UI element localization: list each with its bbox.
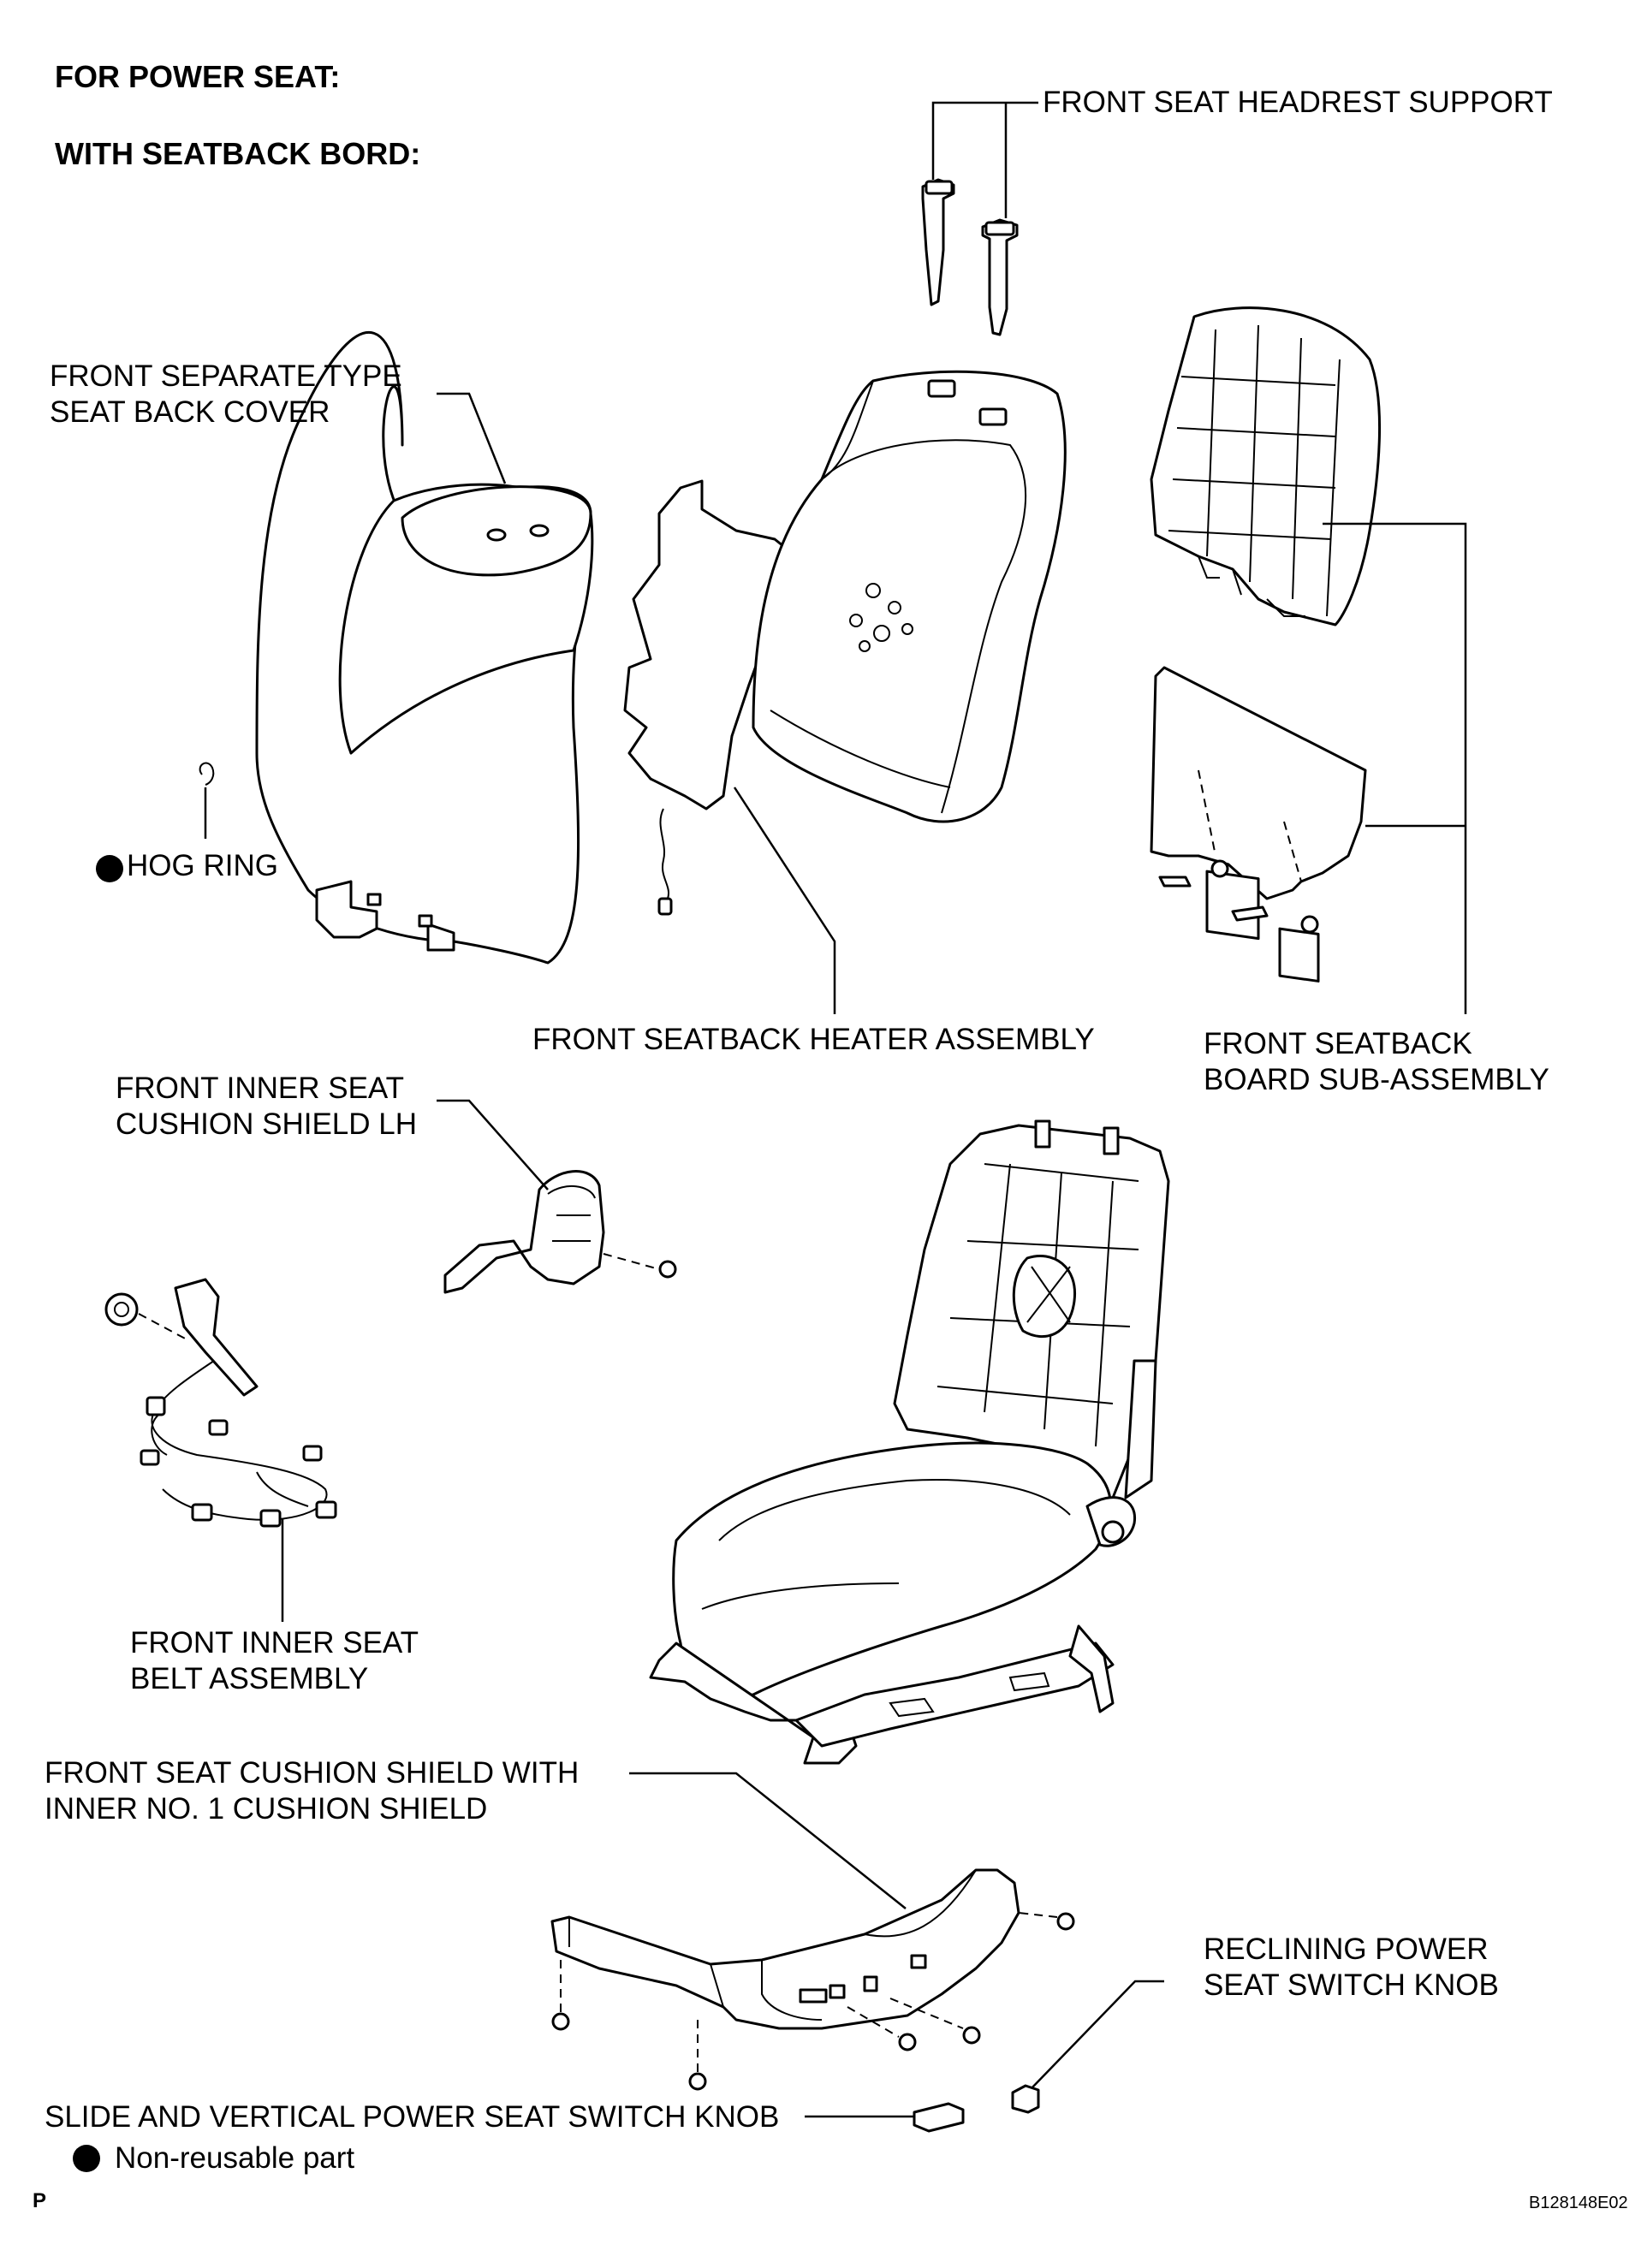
label-inner-shield-line2: CUSHION SHIELD LH xyxy=(116,1107,418,1141)
label-cushion-shield-line1: FRONT SEAT CUSHION SHIELD WITH xyxy=(45,1756,580,1790)
footer-figure-id: B128148E02 xyxy=(1529,2194,1628,2212)
inner-seat-belt-illustration xyxy=(104,1278,337,1528)
label-belt-line2: BELT ASSEMBLY xyxy=(130,1662,369,1695)
label-back-cover-line2: SEAT BACK COVER xyxy=(50,395,330,429)
label-hog-ring: HOG RING xyxy=(127,849,278,882)
seatback-heater-illustration xyxy=(623,479,798,916)
header-power-seat: FOR POWER SEAT: xyxy=(55,59,341,94)
label-slide-knob: SLIDE AND VERTICAL POWER SEAT SWITCH KNO… xyxy=(45,2100,780,2134)
seatback-board-frame-illustration xyxy=(1150,306,1382,626)
seat-cushion-illustration xyxy=(649,1441,1136,1765)
label-back-cover-line1: FRONT SEPARATE TYPE xyxy=(50,359,402,393)
seat-frame-illustration xyxy=(893,1119,1170,1508)
label-board-line1: FRONT SEATBACK xyxy=(1204,1027,1472,1060)
label-inner-shield-line1: FRONT INNER SEAT xyxy=(116,1072,405,1105)
seatback-board-panel-illustration xyxy=(1150,666,1367,983)
legend-non-reusable: Non-reusable part xyxy=(115,2141,355,2175)
footer-page-letter: P xyxy=(33,2189,47,2212)
label-belt-line1: FRONT INNER SEAT xyxy=(130,1626,419,1659)
label-reclining-line1: RECLINING POWER xyxy=(1204,1933,1489,1966)
cushion-shield-illustration xyxy=(550,1868,1075,2091)
label-heater: FRONT SEATBACK HEATER ASSEMBLY xyxy=(532,1023,1095,1056)
hog-ring-bullet xyxy=(96,855,123,882)
slide-knob-illustration xyxy=(913,2102,965,2133)
label-cushion-shield-line2: INNER NO. 1 CUSHION SHIELD xyxy=(45,1792,488,1826)
inner-cushion-shield-illustration xyxy=(443,1170,677,1294)
label-headrest-support: FRONT SEAT HEADREST SUPPORT xyxy=(1043,86,1553,119)
label-reclining-line2: SEAT SWITCH KNOB xyxy=(1204,1968,1499,2002)
seat-back-cover-illustration xyxy=(255,330,594,965)
label-board-line2: BOARD SUB-ASSEMBLY xyxy=(1204,1063,1549,1096)
hog-ring-illustration xyxy=(199,762,215,839)
reclining-knob-illustration xyxy=(1011,2084,1040,2114)
seat-back-pad-illustration xyxy=(752,370,1067,823)
legend-bullet xyxy=(73,2145,100,2172)
header-seatback-board: WITH SEATBACK BORD: xyxy=(55,136,421,171)
headrest-support-illustration xyxy=(921,178,1019,336)
